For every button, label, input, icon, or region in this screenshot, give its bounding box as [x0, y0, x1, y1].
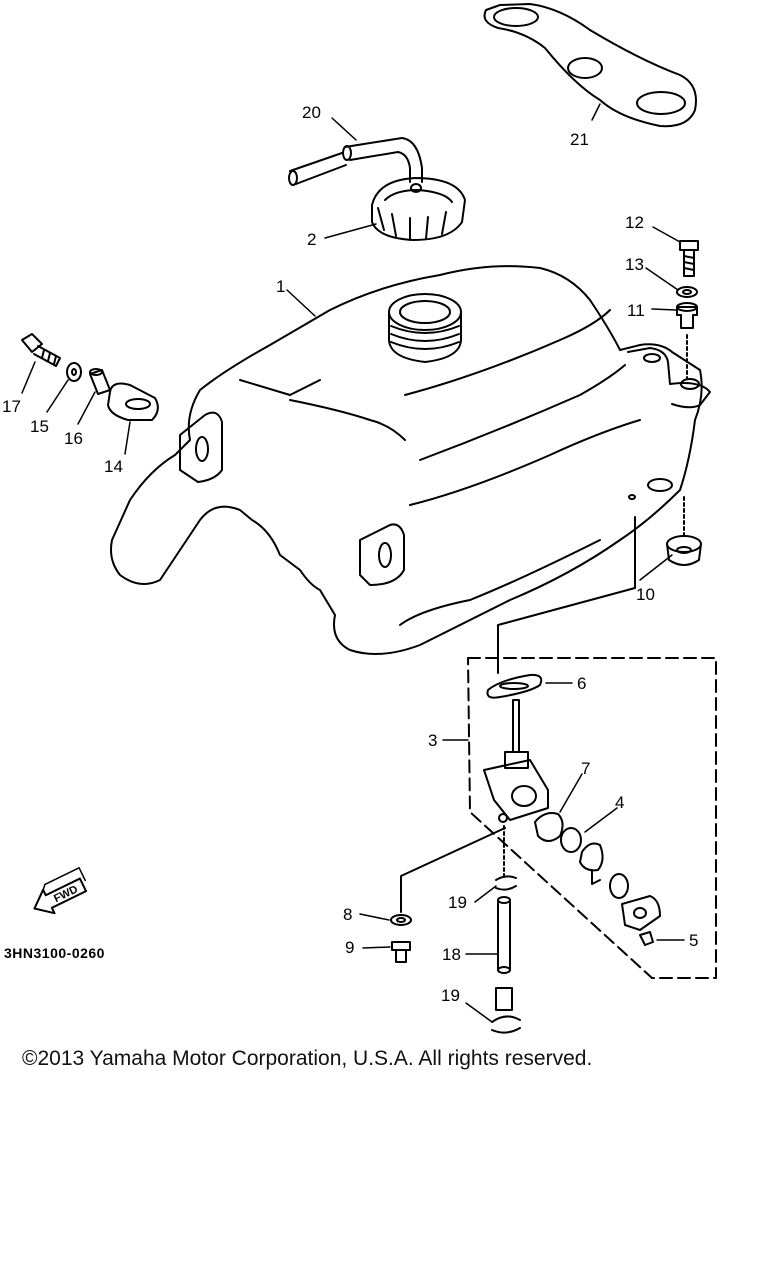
callout-7: 7: [581, 759, 590, 778]
callout-6: 6: [577, 674, 586, 693]
callout-12: 12: [625, 213, 644, 232]
callout-19-upper: 19: [448, 893, 467, 912]
part-19-clip-lower: [491, 987, 521, 1034]
part-1-fuel-tank: [110, 265, 711, 655]
callout-13: 13: [625, 255, 644, 274]
copyright-notice: ©2013 Yamaha Motor Corporation, U.S.A. A…: [22, 1047, 593, 1070]
leader-lines: [21, 103, 685, 1023]
part-20-breather-hose: [288, 137, 423, 186]
part-17-bolt: [21, 333, 61, 367]
part-18-fuel-hose: [497, 896, 511, 974]
callout-4: 4: [615, 793, 624, 812]
part-2-fuel-cap: [371, 177, 466, 241]
callout-10: 10: [636, 585, 655, 604]
part-9-drain-bolt: [391, 941, 411, 963]
fuel-tank-exploded-diagram: FWD 1 2 3 4 5 6 7 8 9 10 11 12 13 14 15 …: [2, 3, 717, 1034]
callout-21: 21: [570, 130, 589, 149]
part-3-guide-line: [497, 516, 636, 674]
part-13-washer: [676, 286, 698, 298]
callout-2: 2: [307, 230, 316, 249]
callout-20: 20: [302, 103, 321, 122]
callout-14: 14: [104, 457, 123, 476]
callout-1: 1: [276, 277, 285, 296]
part-8-guide-line: [400, 827, 506, 913]
part-21-pad: [483, 3, 697, 128]
part-15-washer: [66, 362, 82, 382]
callout-15: 15: [30, 417, 49, 436]
part-14-grommet: [107, 382, 159, 421]
callout-18: 18: [442, 945, 461, 964]
fwd-arrow-icon: FWD: [33, 867, 88, 915]
part-19-clip-upper: [495, 875, 517, 891]
callout-16: 16: [64, 429, 83, 448]
callout-8: 8: [343, 905, 352, 924]
part-12-bolt: [679, 240, 699, 277]
callout-3: 3: [428, 731, 437, 750]
part-8-gasket: [390, 914, 412, 926]
part-3-fuel-cock-assembly: [467, 657, 717, 979]
part-16-collar: [89, 368, 111, 395]
callout-17: 17: [2, 397, 21, 416]
callout-11: 11: [627, 301, 645, 320]
part-10-grommet: [666, 535, 702, 566]
callout-5: 5: [689, 931, 698, 950]
diagram-code: 3HN3100-0260: [4, 945, 105, 961]
callout-9: 9: [345, 938, 354, 957]
part-11-collar: [676, 302, 698, 329]
callout-19-lower: 19: [441, 986, 460, 1005]
